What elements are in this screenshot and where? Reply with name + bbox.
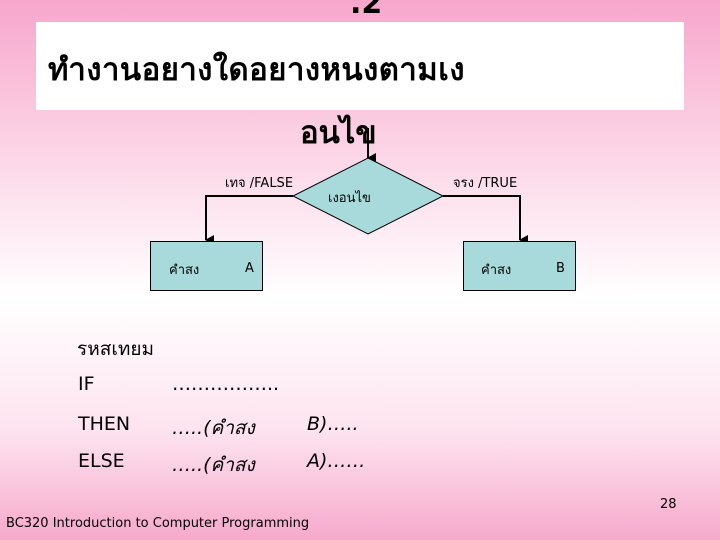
statement-box-b: คำสง B	[463, 241, 576, 291]
true-label: จรง /TRUE	[453, 176, 518, 191]
statement-box-a: คำสง A	[150, 241, 263, 291]
pseudocode-else-keyword: ELSE	[78, 450, 125, 472]
title-line-1: ทำงานอยางใดอยางหนงตามเง	[48, 52, 465, 88]
statement-b-label: คำสง	[481, 263, 512, 278]
condition-diamond	[291, 157, 445, 235]
course-footer: BC320 Introduction to Computer Programmi…	[6, 516, 310, 531]
pseudocode-if-keyword: IF	[78, 373, 95, 395]
false-branch-line	[205, 195, 293, 245]
title-line-2: อนไข	[300, 115, 377, 151]
page-number: 28	[660, 497, 677, 512]
statement-a-label: คำสง	[169, 263, 200, 278]
condition-label: เงอนไข	[328, 191, 371, 206]
true-branch-line	[443, 195, 528, 245]
pseudocode-heading: รหสเทยม	[77, 338, 155, 360]
pseudocode-then-body: …..(คำสง	[172, 417, 255, 439]
slide-number-heading: .2	[350, 0, 383, 21]
pseudocode-else-tail: A)……	[307, 450, 366, 472]
title-box	[36, 22, 684, 110]
pseudocode-then-tail: B)…..	[307, 413, 359, 435]
pseudocode-else-body: …..(คำสง	[172, 454, 255, 476]
statement-b-tag: B	[556, 261, 565, 276]
false-label: เทจ /FALSE	[225, 176, 294, 191]
pseudocode-then-keyword: THEN	[78, 413, 131, 435]
statement-a-tag: A	[245, 261, 254, 276]
pseudocode-if-body: ……………..	[172, 373, 280, 395]
